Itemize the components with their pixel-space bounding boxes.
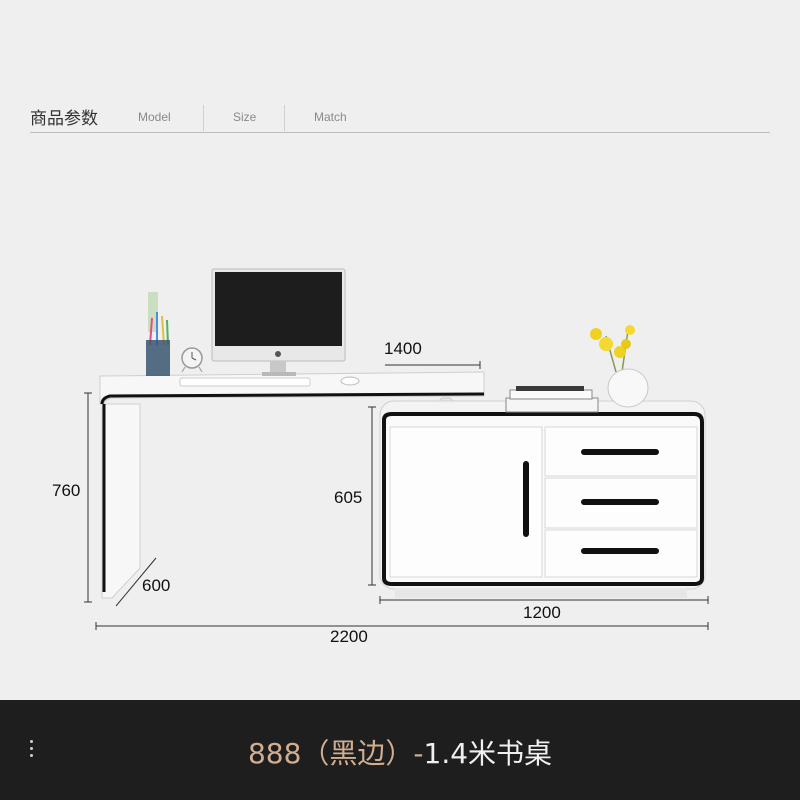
product-name: 1.4米书桌 [423, 737, 553, 770]
bottom-bar: 888（黑边）-1.4米书桌 [0, 700, 800, 800]
desk-illustration [84, 268, 709, 630]
desk-body [99, 371, 485, 599]
product-code: 888（黑边）- [247, 737, 424, 770]
monitor [211, 268, 346, 376]
mouse [340, 376, 360, 386]
product-title: 888（黑边）-1.4米书桌 [0, 732, 800, 772]
cabinet [379, 400, 706, 598]
dimension-total-width: 2200 [330, 627, 368, 646]
tab-size[interactable]: Size [233, 110, 257, 124]
tab-match[interactable]: Match [314, 110, 347, 124]
more-options-icon[interactable] [24, 740, 38, 760]
dimension-cabinet-width: 1200 [523, 603, 561, 622]
flower-vase [590, 325, 649, 408]
tab-divider [203, 105, 204, 131]
tab-title-product-params: 商品参数 [30, 109, 98, 129]
dimension-desk-width: 1400 [384, 339, 422, 358]
dimension-cabinet-height: 605 [334, 488, 363, 507]
parameter-tabs: 商品参数 Model Size Match [30, 100, 770, 133]
dimension-desk-height: 760 [52, 481, 81, 500]
dimension-lines [84, 361, 709, 630]
alarm-clock [181, 347, 203, 373]
tab-model[interactable]: Model [138, 110, 171, 124]
books [505, 386, 599, 413]
tab-divider [284, 105, 285, 131]
dimension-desk-depth: 600 [142, 576, 171, 595]
pen-holder [146, 292, 170, 376]
keyboard [179, 377, 311, 387]
